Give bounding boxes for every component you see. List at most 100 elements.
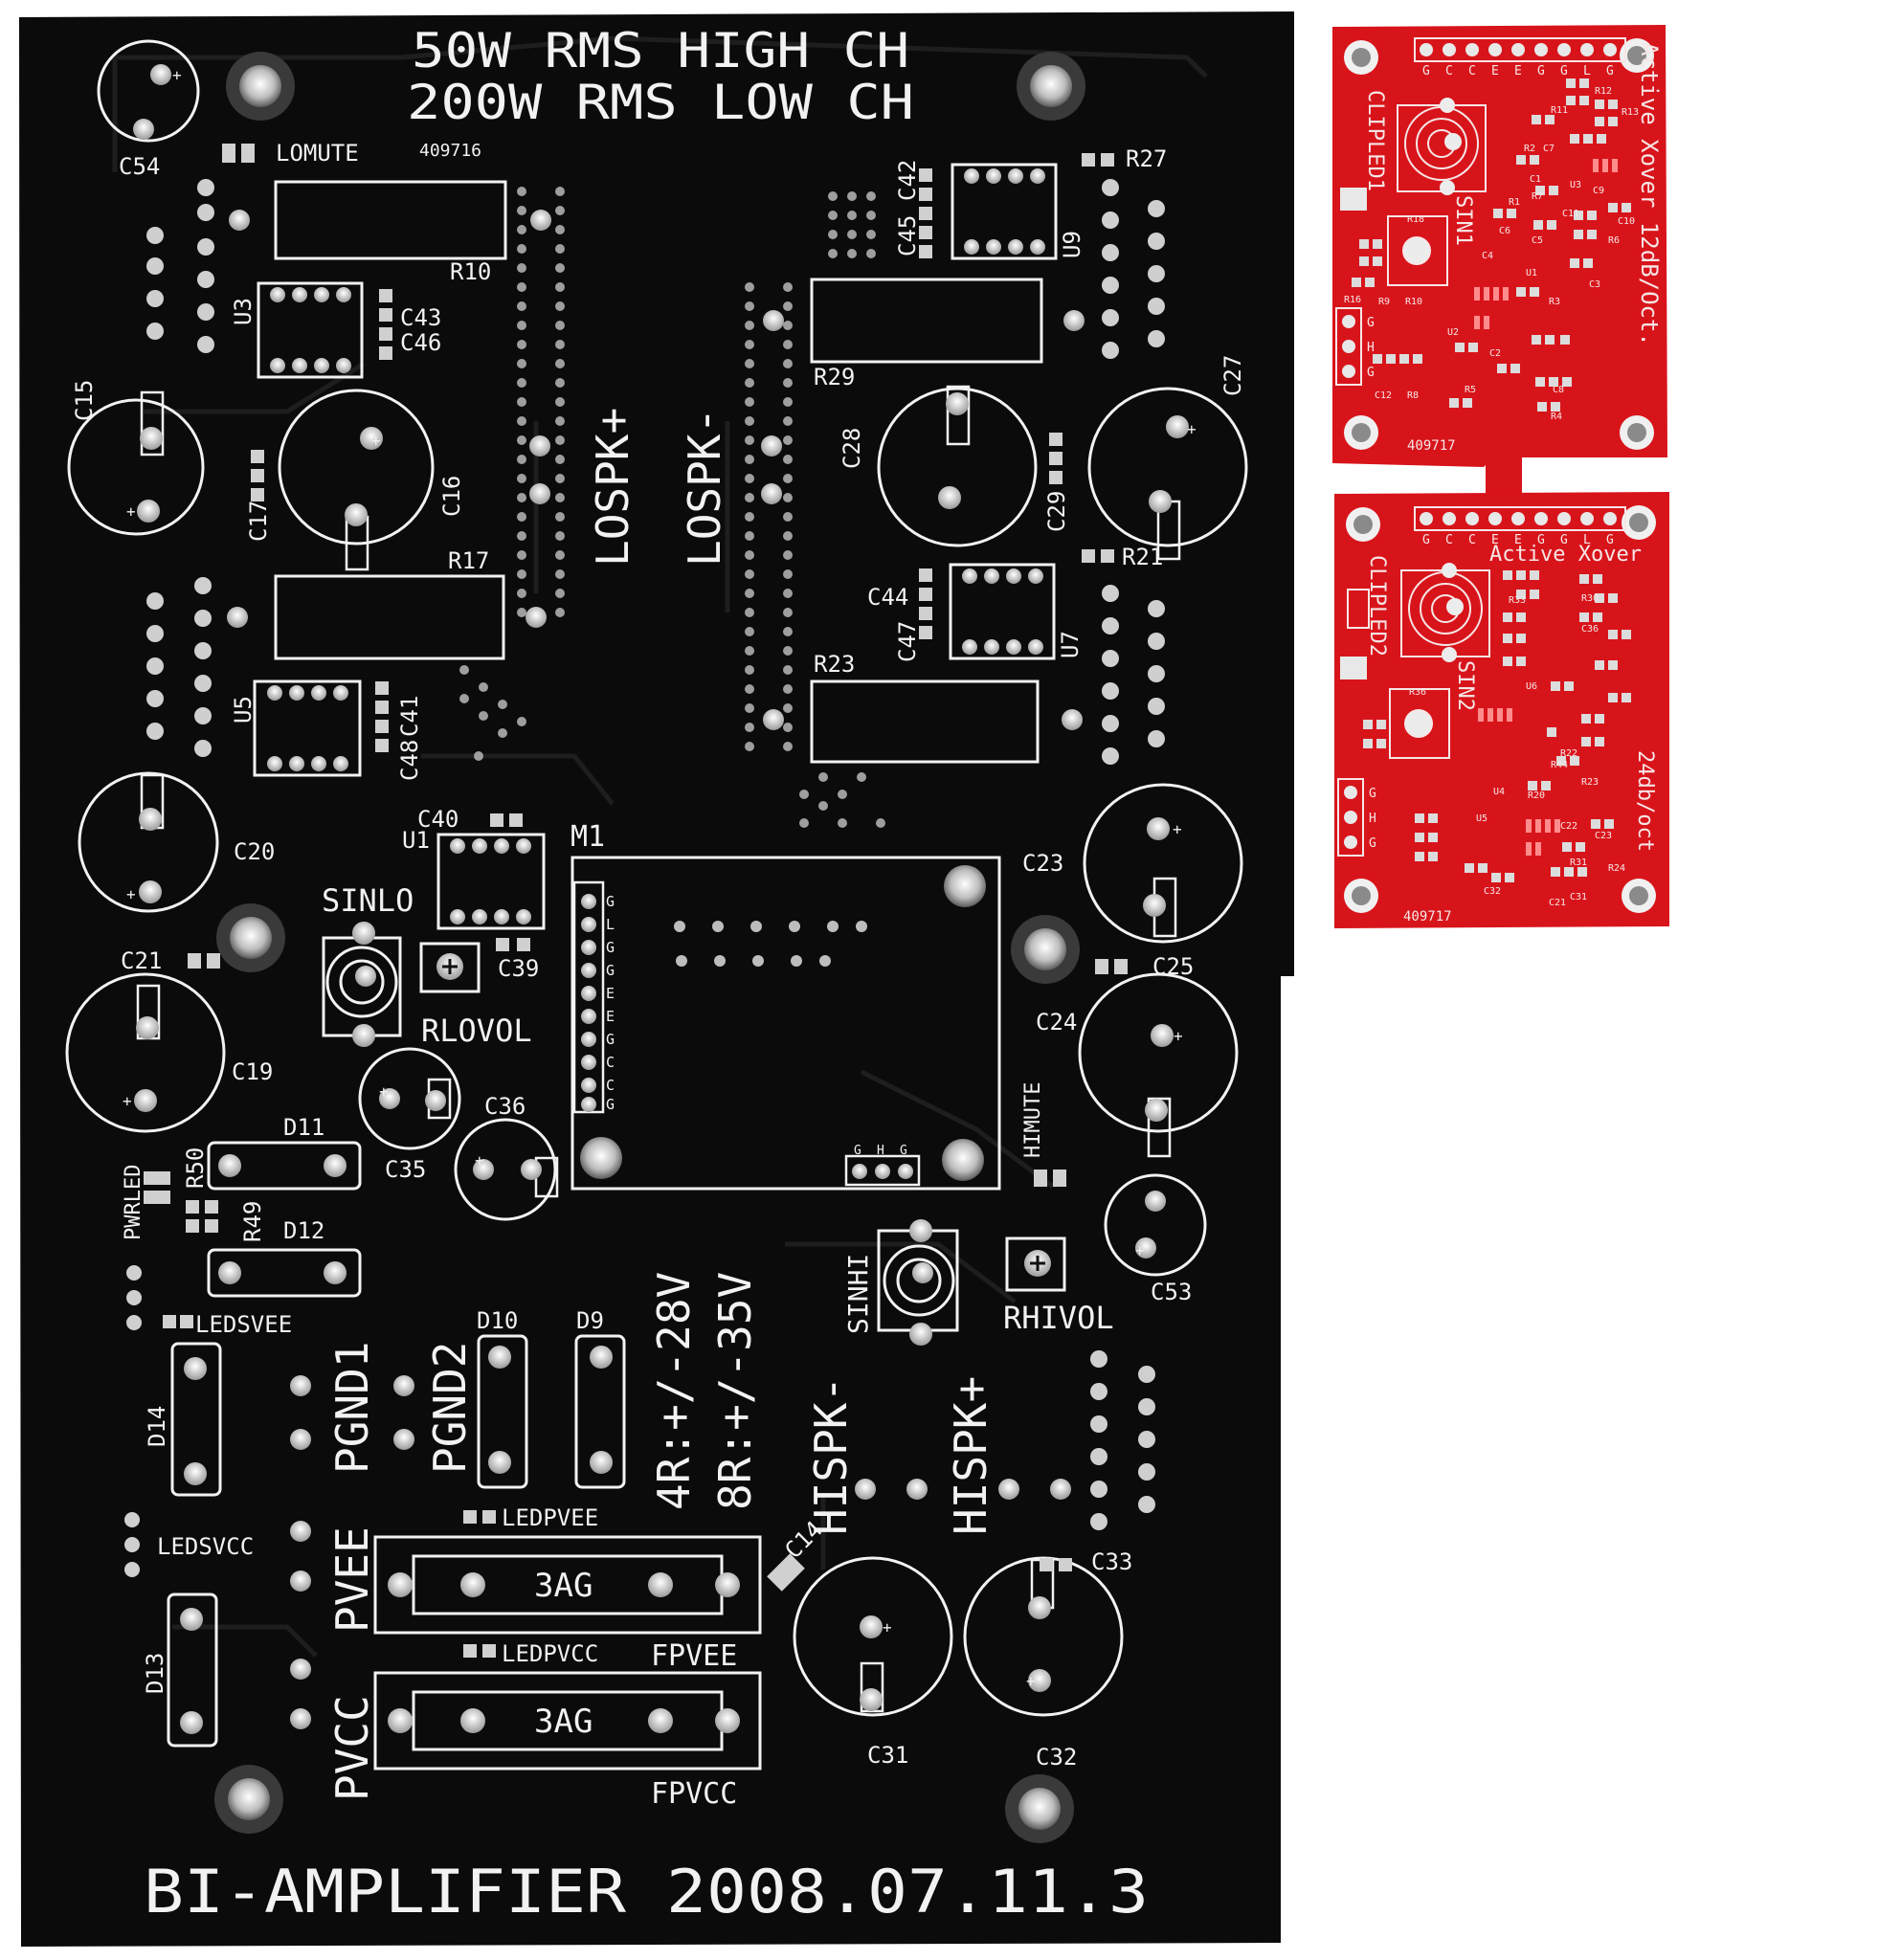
svg-text:D13: D13 — [142, 1653, 168, 1694]
svg-text:U3: U3 — [1570, 180, 1581, 190]
svg-text:C4: C4 — [1482, 251, 1493, 261]
ic-outlines — [253, 163, 1058, 930]
xover-top-side-pin-labels: GHG — [1367, 316, 1375, 380]
svg-text:C32: C32 — [1484, 886, 1501, 897]
svg-text:R6: R6 — [1608, 235, 1620, 246]
svg-text:C29: C29 — [1043, 491, 1070, 532]
svg-text:E: E — [1514, 64, 1522, 78]
component-labels: LOMUTE C54 R10 C43 C46 R17 R27 R29 R21 C… — [119, 140, 1194, 1811]
svg-text:C54: C54 — [119, 153, 160, 180]
svg-text:C36: C36 — [1581, 624, 1599, 635]
svg-text:G: G — [606, 1031, 615, 1048]
svg-text:G: G — [1422, 64, 1430, 78]
svg-text:R3: R3 — [1549, 297, 1560, 307]
svg-text:C12: C12 — [1375, 390, 1392, 401]
svg-text:C: C — [1468, 64, 1476, 78]
svg-text:C48: C48 — [396, 740, 423, 781]
label-pwrled: PWRLED — [122, 1165, 145, 1240]
xover-top-refs: R18 R9 R10 R16 C12 R8 R11 R12 R13 R2 C7 … — [1344, 86, 1639, 422]
module-m1-header-pins — [581, 894, 596, 1112]
svg-text:+: + — [883, 1618, 892, 1637]
xover-top-ic-pads — [1474, 159, 1618, 329]
xover-top-trimmer-outline — [1387, 215, 1448, 286]
via-rows — [124, 179, 1165, 1577]
xover-bottom-title: Active Xover — [1489, 543, 1642, 567]
module-m1-outline — [570, 856, 1001, 1191]
diode-outlines — [167, 1141, 626, 1748]
board-title-line1: 50W RMS HIGH CH — [412, 23, 909, 78]
m1-mount-hole — [580, 1137, 622, 1179]
svg-text:C36: C36 — [484, 1093, 526, 1120]
xover-bottom-header — [1414, 506, 1626, 531]
svg-text:C16: C16 — [438, 476, 465, 517]
smd-pad-c14 — [767, 1553, 805, 1592]
svg-text:U2: U2 — [1447, 327, 1459, 338]
xover-bottom-pot — [1400, 563, 1490, 662]
svg-text:G: G — [900, 1144, 907, 1158]
module-m1-pads — [674, 921, 867, 967]
svg-text:G: G — [606, 1096, 615, 1113]
svg-text:R18: R18 — [1407, 214, 1424, 225]
svg-text:R17: R17 — [448, 547, 489, 574]
svg-text:C22: C22 — [1560, 821, 1577, 832]
m1-bottom-pins — [852, 1164, 913, 1179]
module-m1-pin-labels: G L G G E E G C C G — [606, 893, 615, 1113]
svg-text:U4: U4 — [1493, 787, 1505, 797]
svg-text:R44: R44 — [1551, 760, 1568, 770]
svg-text:G: G — [1422, 533, 1430, 547]
svg-text:R20: R20 — [1528, 791, 1545, 801]
svg-text:R5: R5 — [1465, 385, 1476, 395]
capacitor-pads — [133, 64, 1189, 1711]
svg-text:C7: C7 — [1543, 144, 1555, 154]
terminal-pads — [290, 435, 1071, 1729]
svg-text:G: G — [606, 939, 615, 956]
svg-text:C: C — [606, 1054, 615, 1071]
xover-bottom-subtitle: 24db/oct — [1633, 750, 1657, 852]
copper-traces — [112, 35, 1208, 1658]
svg-text:E: E — [606, 1008, 615, 1025]
xover-bottom-refs: R36 R20 R22 R23 R24 R30 R31 R33 R44 C21 … — [1409, 593, 1625, 908]
xover-bottom-sin: SIN2 — [1453, 660, 1477, 711]
svg-text:LEDPVEE: LEDPVEE — [502, 1504, 598, 1531]
svg-text:D12: D12 — [283, 1217, 324, 1244]
svg-text:C28: C28 — [839, 428, 865, 469]
svg-text:LOMUTE: LOMUTE — [276, 140, 359, 167]
svg-text:E: E — [606, 985, 615, 1002]
svg-text:RLOVOL: RLOVOL — [421, 1013, 532, 1049]
svg-text:C: C — [606, 1077, 615, 1094]
label-himute: HIMUTE — [1021, 1082, 1045, 1158]
label-sinhi: SINHI — [842, 1254, 874, 1334]
svg-text:R4: R4 — [1551, 412, 1562, 422]
svg-text:+: + — [1187, 420, 1197, 438]
svg-text:R1: R1 — [1509, 197, 1520, 208]
xover-bottom-mounting-holes — [1344, 505, 1656, 913]
xover-top-smd-pads — [1352, 78, 1631, 412]
xover-top-side-pins — [1342, 315, 1355, 378]
xover-top-pot — [1397, 98, 1487, 195]
svg-text:3AG: 3AG — [534, 1703, 593, 1741]
xover-bottom-led-pad — [1340, 657, 1367, 679]
svg-text:R2: R2 — [1524, 144, 1535, 154]
svg-text:R10: R10 — [1405, 297, 1422, 307]
svg-text:D11: D11 — [283, 1114, 324, 1141]
svg-text:U5: U5 — [230, 696, 257, 724]
svg-text:G: G — [606, 962, 615, 979]
svg-text:G: G — [1369, 836, 1376, 851]
label-lospk-minus: LOSPK- — [679, 408, 730, 567]
svg-text:C15: C15 — [71, 380, 98, 421]
svg-text:C5: C5 — [1532, 235, 1543, 246]
xover-bottom-cap-outline — [1347, 589, 1370, 629]
trimmer-rhivol — [1005, 1236, 1066, 1292]
smd-pads — [144, 144, 1128, 1658]
m1-mount-hole — [944, 865, 986, 907]
trimmer-rlovol — [419, 942, 481, 993]
svg-text:C8: C8 — [1553, 385, 1564, 395]
xover-bottom-trimmer — [1404, 709, 1433, 738]
svg-text:C41: C41 — [396, 696, 423, 737]
svg-text:C46: C46 — [400, 329, 441, 356]
svg-text:C1: C1 — [1530, 174, 1541, 185]
label-pgnd1: PGND1 — [326, 1342, 378, 1474]
svg-text:L: L — [1583, 533, 1591, 547]
